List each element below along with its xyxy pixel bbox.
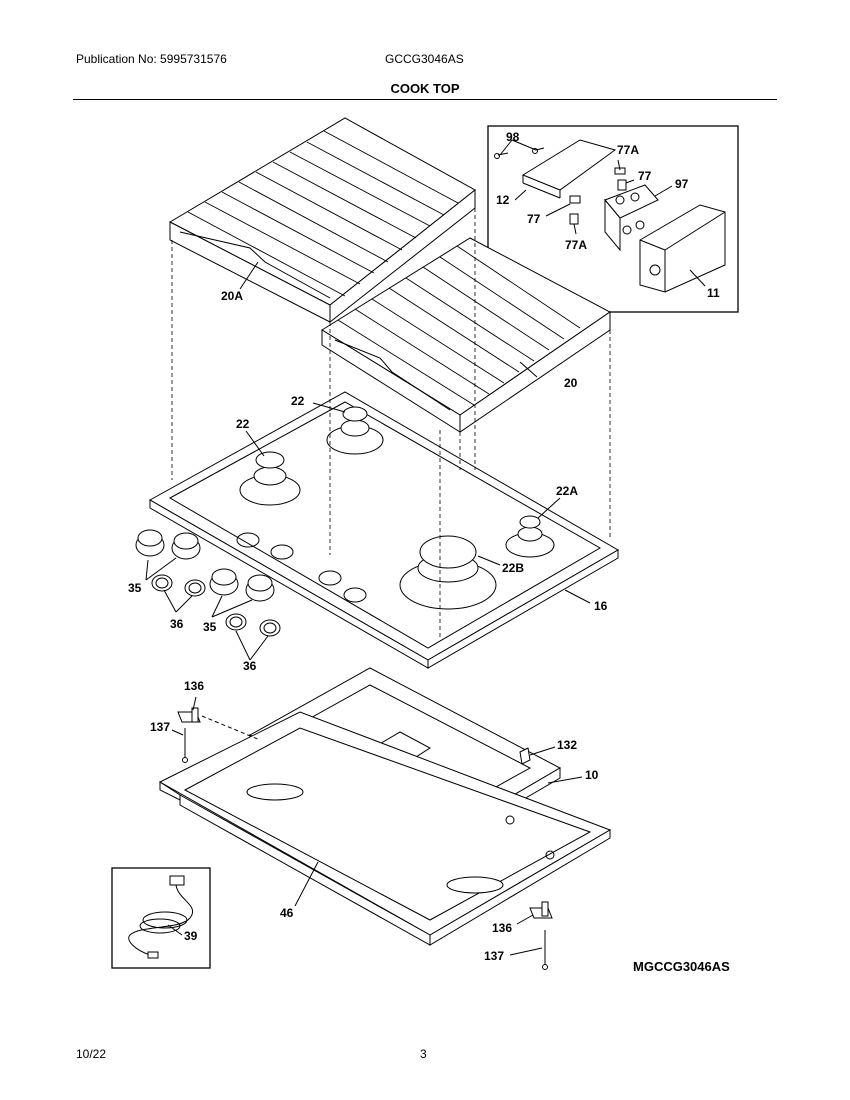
callout-39: 39: [184, 929, 198, 943]
grate-20: [321, 237, 611, 433]
callout-36-right: 36: [243, 659, 257, 673]
callout-35-right: 35: [203, 620, 217, 634]
grate-20a: [168, 117, 476, 324]
callout-20: 20: [564, 376, 578, 390]
callout-98: 98: [506, 130, 520, 144]
power-cord-inset: 39: [111, 867, 211, 969]
callout-12: 12: [496, 193, 510, 207]
callout-35-left: 35: [128, 581, 142, 595]
callout-136-top: 136: [184, 679, 204, 693]
callout-22-top: 22: [291, 394, 305, 408]
knobs-and-bezels: [135, 529, 281, 637]
callout-132: 132: [557, 738, 577, 752]
cooktop-callouts: 20A 20 22 22 22A 22B 16 35 36 35 36: [128, 261, 608, 673]
page-number: 3: [420, 1047, 427, 1061]
callout-10: 10: [585, 768, 599, 782]
callout-11: 11: [707, 286, 720, 300]
publication-number: Publication No: 5995731576: [76, 52, 227, 66]
callout-137-bottom: 137: [484, 949, 504, 963]
model-number: GCCG3046AS: [385, 52, 464, 66]
callout-36-left: 36: [170, 617, 184, 631]
callout-77a-top: 77A: [617, 143, 639, 157]
control-inset: 98 77A 77 97 12 77 77A 11: [487, 125, 739, 313]
burner-box-46: [158, 711, 612, 946]
callout-20a: 20A: [221, 289, 243, 303]
callout-137-top: 137: [150, 720, 170, 734]
fasteners: 136 137 132 10 46 136 137: [150, 679, 599, 970]
footer-date: 10/22: [76, 1047, 107, 1061]
page-title: COOK TOP: [390, 81, 460, 96]
callout-22-left: 22: [236, 417, 250, 431]
callout-77-top: 77: [638, 169, 652, 183]
callout-22b: 22B: [502, 561, 524, 575]
header-divider: [73, 99, 777, 100]
callout-77a-low: 77A: [565, 238, 587, 252]
callout-136-bottom: 136: [492, 921, 512, 935]
alignment-lines: [171, 208, 611, 640]
callout-97: 97: [675, 177, 689, 191]
callout-16: 16: [594, 599, 608, 613]
callout-46: 46: [280, 906, 294, 920]
cooktop-16: [148, 391, 619, 669]
callout-77-low: 77: [527, 212, 541, 226]
callout-22a: 22A: [556, 484, 578, 498]
diagram-code: MGCCG3046AS: [633, 959, 730, 974]
